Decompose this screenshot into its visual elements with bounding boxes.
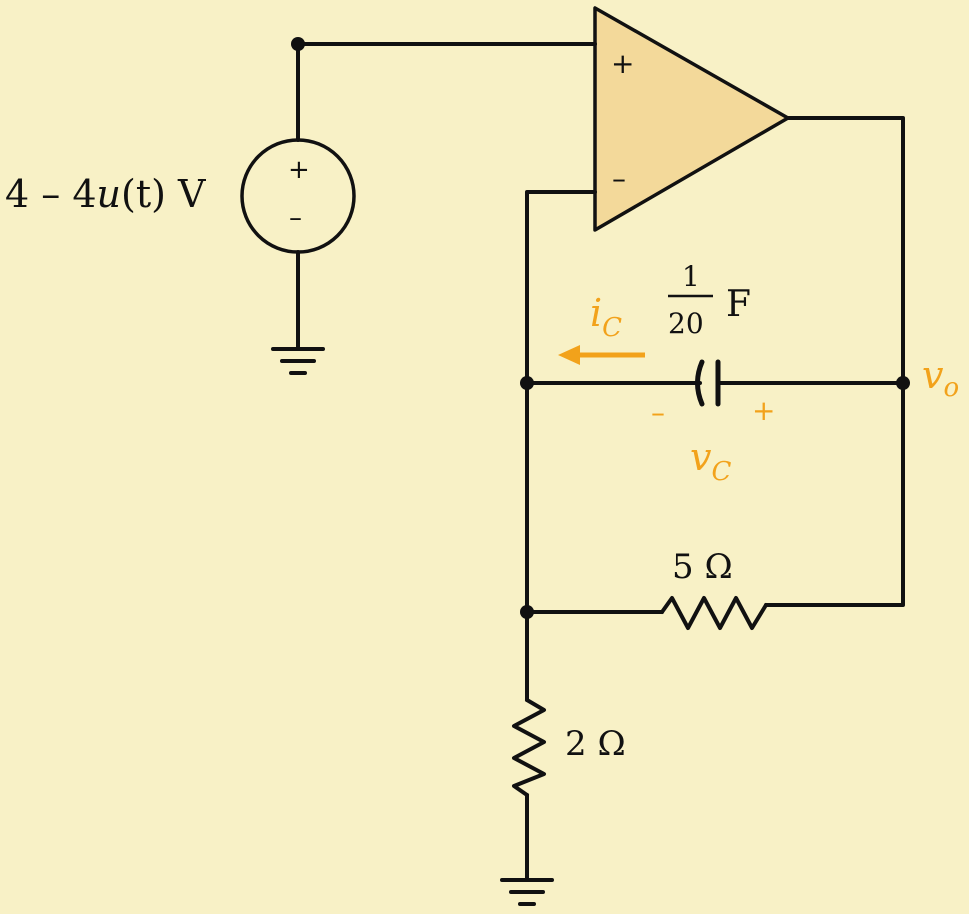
capacitor-value-numerator: 1 xyxy=(682,260,700,293)
ground-source xyxy=(271,347,325,375)
opamp-minus-sign: – xyxy=(612,162,626,195)
resistor-2-ohm-label: 2 Ω xyxy=(565,724,626,764)
capacitor-neg-sign: – xyxy=(651,396,665,429)
resistor-5-ohm xyxy=(660,596,768,630)
output-voltage-label: vo xyxy=(922,353,959,403)
capacitor-pos-sign: + xyxy=(752,394,775,427)
source-minus-sign: – xyxy=(289,203,302,233)
voltage-source xyxy=(240,138,356,254)
capacitor-plate-left xyxy=(695,359,705,407)
resistor-5-ohm-label: 5 Ω xyxy=(672,547,733,587)
capacitor-value-denominator: 20 xyxy=(668,307,704,340)
opamp-body xyxy=(593,6,790,232)
wire-inverting-input xyxy=(525,190,597,702)
wire-output xyxy=(764,116,905,607)
current-arrow xyxy=(558,345,645,365)
node-dot-res-junction xyxy=(520,605,534,619)
capacitor-voltage-label: vC xyxy=(690,435,731,487)
capacitor-unit: F xyxy=(726,284,751,325)
node-dot-output xyxy=(896,376,910,390)
capacitor-current-label: iC xyxy=(590,291,622,343)
node-dot-source xyxy=(291,37,305,51)
source-label: 4 – 4u(t) V xyxy=(5,172,206,216)
opamp-plus-sign: + xyxy=(611,47,634,80)
node-dot-cap-left xyxy=(520,376,534,390)
ground-output-network xyxy=(500,878,554,906)
resistor-2-ohm xyxy=(512,698,546,797)
source-plus-sign: + xyxy=(288,155,310,185)
